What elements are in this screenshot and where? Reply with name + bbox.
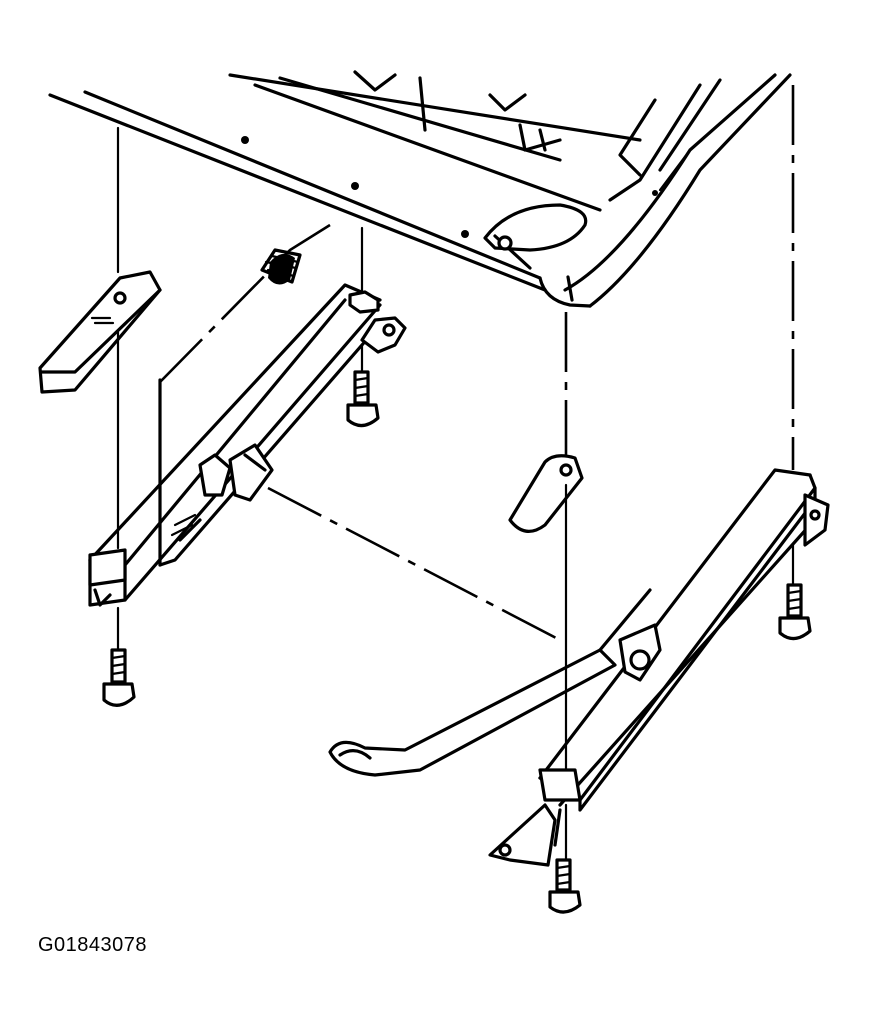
bolt-left-rear (102, 648, 136, 707)
left-seat-track (88, 283, 407, 607)
spring (260, 248, 302, 285)
seat-cushion-frame (48, 70, 792, 308)
bolt-right-front (778, 583, 812, 641)
bolt-right-rear (548, 858, 582, 914)
figure-id-label: G01843078 (38, 934, 148, 956)
right-front-cover (508, 454, 584, 533)
left-front-cover (38, 270, 162, 394)
adjuster-bar (328, 588, 662, 777)
alignment-lines (116, 85, 795, 862)
right-seat-track (488, 468, 830, 867)
bolt-left-front (346, 370, 380, 428)
